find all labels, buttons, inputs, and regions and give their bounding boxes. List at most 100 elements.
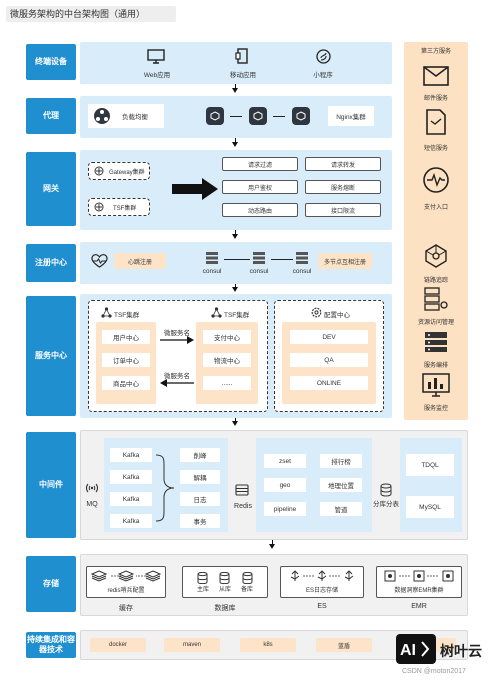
tsf-cluster-label: TSF集群	[113, 205, 137, 212]
load-balancer-label: 负载均衡	[122, 114, 148, 121]
server-node-icon	[291, 106, 311, 126]
cluster-icon	[93, 201, 105, 213]
cluster-icon	[93, 165, 105, 177]
cluster-icon	[100, 306, 112, 318]
connector	[235, 230, 236, 235]
storage-es-text: ES日志存储	[305, 588, 338, 594]
mail-icon	[422, 64, 450, 88]
cluster-icon	[210, 306, 222, 318]
arrow-down-icon	[232, 421, 238, 426]
tsf-cluster-box: TSF集群	[88, 198, 150, 216]
gateway-feature: 请求过滤	[222, 157, 298, 171]
third-party-item: 支付入口	[423, 205, 448, 211]
redis-structure: pipeline	[264, 502, 306, 516]
service-item: 订单中心	[102, 353, 150, 367]
payment-icon	[420, 166, 452, 194]
mq-icon	[84, 480, 100, 496]
third-party-panel	[404, 42, 468, 420]
gateway-cluster-label: Gateway集群	[109, 169, 145, 176]
trace-icon	[422, 242, 450, 270]
load-balancer-box: 负载均衡	[88, 104, 164, 128]
connector	[271, 259, 293, 260]
heartbeat-icon	[90, 252, 108, 268]
storage-cache-text: redis哨兵配置	[107, 588, 145, 594]
orchestration-icon	[422, 330, 450, 354]
big-right-arrow-icon	[172, 178, 218, 200]
ci-tool: 蓝盾	[316, 638, 372, 652]
gateway-feature: 服务熔断	[305, 180, 381, 194]
heartbeat-register-box: 心跳注册	[114, 253, 166, 269]
config-center-label: 配置中心	[324, 312, 350, 319]
service-item: 用户中心	[102, 330, 150, 344]
right-arrow-icon	[160, 336, 194, 344]
kafka-node: Kafka	[110, 448, 152, 462]
sms-icon	[422, 108, 450, 136]
config-env-item: QA	[290, 353, 368, 367]
redis-label: Redis	[234, 503, 252, 510]
layer-label-storage: 存储	[26, 556, 76, 612]
kafka-node: Kafka	[110, 470, 152, 484]
mobile-icon	[232, 48, 252, 64]
redis-usage: 管道	[320, 502, 362, 516]
service-item: 商品中心	[102, 376, 150, 390]
third-party-item: 邮件服务	[423, 96, 448, 102]
storage-db-box: 主库 从库 备库	[182, 566, 268, 598]
layer-label-registry: 注册中心	[26, 244, 76, 282]
arrow-down-icon	[269, 544, 275, 549]
db-primary: 主库	[197, 571, 209, 593]
db-replica-label: 从库	[218, 586, 231, 593]
layer-label-middleware: 中间件	[26, 432, 76, 538]
layers-icon	[91, 570, 161, 582]
mq-label: MQ	[86, 501, 98, 508]
storage-emr-box: 数据洞察EMR集群	[376, 566, 462, 598]
connector	[235, 418, 236, 422]
brand-logo: AI	[396, 634, 436, 664]
service-item: 物流中心	[203, 353, 251, 367]
server-node-icon	[248, 106, 268, 126]
tdql-db: TDQL	[406, 454, 454, 476]
svg-text:AI: AI	[400, 642, 416, 659]
config-env-item: DEV	[290, 330, 368, 344]
redis-usage: 地理位置	[320, 478, 362, 492]
layer-label-proxy: 代理	[26, 98, 76, 134]
connector	[273, 116, 285, 117]
mq-purpose: 削峰	[180, 448, 220, 462]
connector	[224, 259, 250, 260]
terminal-item-mobile: 移动应用	[230, 72, 256, 79]
mq-purpose: 解耦	[180, 470, 220, 484]
db-replica: 从库	[218, 571, 231, 593]
terminal-item-web: Web应用	[143, 72, 171, 79]
ops-item: 服务编排	[423, 363, 448, 369]
connector	[235, 84, 236, 89]
page-title: 微服务架构的中台架构图（通用）	[6, 6, 176, 22]
tsf-cluster-label: TSF集群	[114, 312, 140, 319]
layer-label-gateway: 网关	[26, 152, 76, 226]
consul-label: consul	[249, 268, 269, 275]
arrow-down-icon	[232, 88, 238, 93]
ci-tool: maven	[164, 638, 220, 652]
third-party-item: 短信服务	[423, 146, 448, 152]
storage-emr-text: 数据洞察EMR集群	[394, 588, 444, 594]
mysql-db: MySQL	[406, 496, 454, 518]
consul-label: consul	[202, 268, 222, 275]
storage-caption: 缓存	[119, 605, 133, 612]
database-icon	[241, 571, 253, 584]
layer-label-terminal: 终端设备	[26, 44, 76, 80]
multi-node-register-box: 多节点互相注册	[318, 253, 372, 269]
gear-icon	[310, 306, 322, 318]
arrow-down-icon	[232, 142, 238, 147]
consul-node-icon	[251, 250, 267, 266]
microservice-name-label: 微服务名	[164, 330, 190, 337]
storage-cache-box: redis哨兵配置	[86, 566, 166, 598]
ops-item: 资源访问管理	[417, 320, 454, 326]
storage-caption: ES	[317, 603, 327, 610]
ops-item: 链路追踪	[423, 278, 448, 284]
config-env-item: ONLINE	[290, 376, 368, 390]
connector	[235, 138, 236, 143]
consul-label: consul	[292, 268, 312, 275]
gateway-cluster-box: Gateway集群	[88, 162, 150, 180]
redis-icon	[234, 482, 250, 498]
access-icon	[422, 286, 450, 312]
nginx-cluster-box: Nginx集群	[328, 106, 374, 126]
storage-caption: 数据库	[214, 605, 236, 612]
